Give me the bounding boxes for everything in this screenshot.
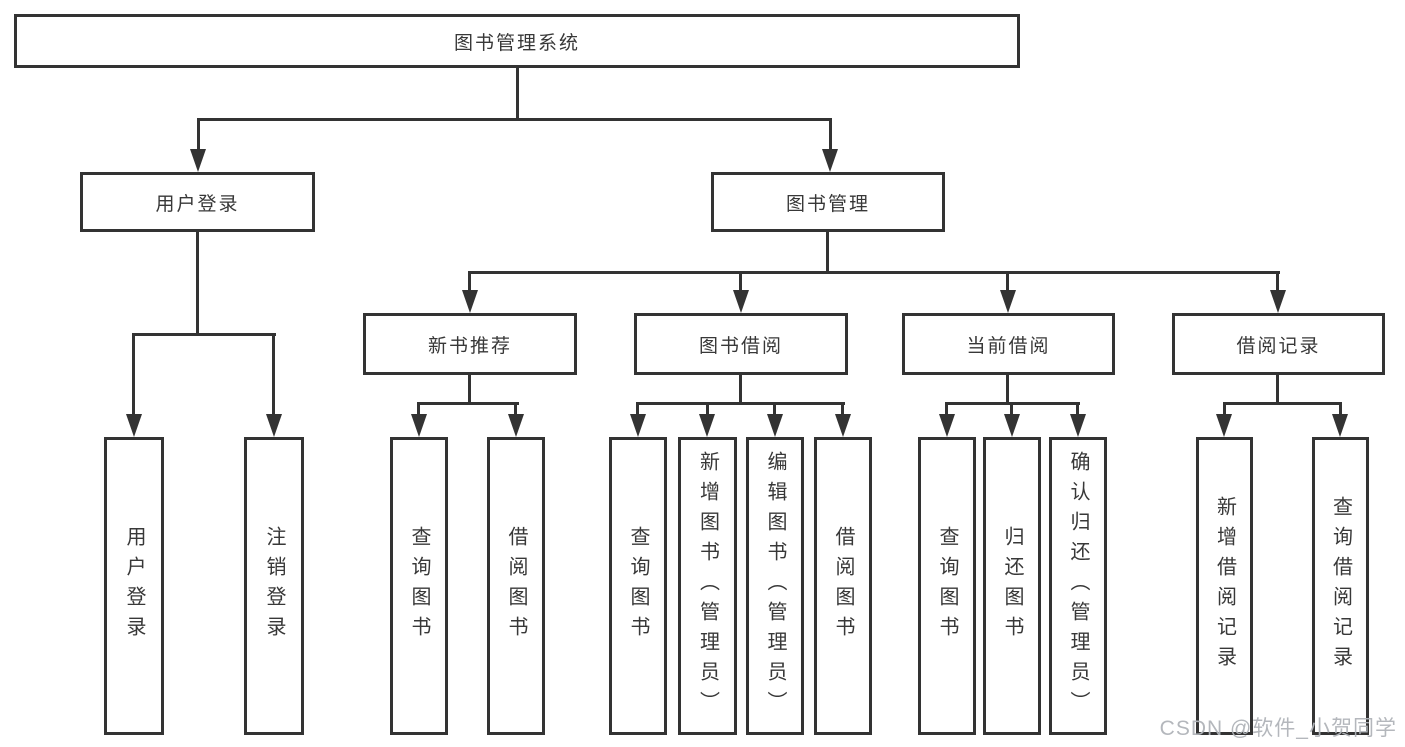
leaf-query-book-current: 查询图书 [918, 437, 976, 735]
connector-line [1076, 402, 1079, 417]
node-label: 用户登录 [155, 193, 240, 215]
arrow-down-icon [462, 290, 478, 313]
connector-line [1223, 402, 1226, 417]
leaf-edit-book-admin: 编辑图书（管理员） [746, 437, 804, 735]
connector-line [468, 373, 471, 404]
leaf-user-login: 用户登录 [104, 437, 164, 735]
arrow-down-icon [1000, 290, 1016, 313]
connector-line [945, 402, 948, 417]
leaf-query-book-borrow: 查询图书 [609, 437, 667, 735]
connector-line [132, 333, 135, 417]
arrow-down-icon [266, 414, 282, 437]
arrow-down-icon [126, 414, 142, 437]
connector-line [468, 271, 1280, 274]
leaf-borrow-book: 借阅图书 [814, 437, 872, 735]
arrow-down-icon [508, 414, 524, 437]
leaf-add-borrow-record: 新增借阅记录 [1196, 437, 1253, 735]
connector-line [417, 402, 519, 405]
connector-line [1339, 402, 1342, 417]
connector-line [636, 402, 639, 417]
node-label: 图书管理 [785, 193, 870, 215]
arrow-down-icon [1332, 414, 1348, 437]
leaf-label: 归还图书 [1001, 526, 1023, 646]
leaf-add-book-admin: 新增图书（管理员） [678, 437, 737, 735]
leaf-label: 用户登录 [123, 526, 145, 646]
arrow-down-icon [835, 414, 851, 437]
leaf-label: 新增图书（管理员） [696, 451, 719, 721]
leaf-label: 查询借阅记录 [1329, 496, 1352, 676]
node-book-borrow: 图书借阅 [634, 313, 848, 375]
leaf-return-book: 归还图书 [983, 437, 1041, 735]
arrow-down-icon [822, 149, 838, 172]
connector-line [739, 271, 742, 293]
csdn-watermark: CSDN @软件_小贺同学 [1159, 717, 1397, 740]
connector-line [197, 118, 832, 121]
node-borrow-records: 借阅记录 [1172, 313, 1385, 375]
connector-line [197, 118, 200, 152]
arrow-down-icon [939, 414, 955, 437]
arrow-down-icon [699, 414, 715, 437]
connector-line [1223, 402, 1342, 405]
leaf-label: 编辑图书（管理员） [764, 451, 786, 721]
connector-line [841, 402, 844, 417]
connector-line [1276, 271, 1279, 293]
connector-line [826, 230, 829, 273]
arrow-down-icon [1270, 290, 1286, 313]
arrow-down-icon [630, 414, 646, 437]
leaf-borrow-book-recommend: 借阅图书 [487, 437, 545, 735]
leaf-logout: 注销登录 [244, 437, 304, 735]
node-current-borrow: 当前借阅 [902, 313, 1115, 375]
connector-line [1006, 373, 1009, 404]
connector-line [1276, 373, 1279, 404]
arrow-down-icon [733, 290, 749, 313]
node-new-book-recommend: 新书推荐 [363, 313, 577, 375]
leaf-label: 新增借阅记录 [1213, 496, 1236, 676]
connector-line [773, 402, 776, 417]
leaf-label: 借阅图书 [505, 526, 527, 646]
node-label: 当前借阅 [966, 335, 1051, 357]
connector-line [516, 66, 519, 120]
leaf-label: 确认归还（管理员） [1067, 451, 1089, 721]
connector-line [272, 333, 275, 417]
connector-line [829, 118, 832, 152]
connector-line [196, 230, 199, 335]
connector-line [1006, 271, 1009, 293]
node-user-login: 用户登录 [80, 172, 315, 232]
node-label: 图书管理系统 [453, 32, 580, 54]
leaf-query-book-recommend: 查询图书 [390, 437, 448, 735]
arrow-down-icon [411, 414, 427, 437]
arrow-down-icon [767, 414, 783, 437]
connector-line [739, 373, 742, 404]
leaf-label: 查询图书 [936, 526, 958, 646]
leaf-query-borrow-record: 查询借阅记录 [1312, 437, 1369, 735]
leaf-label: 注销登录 [263, 526, 285, 646]
arrow-down-icon [190, 149, 206, 172]
node-book-management: 图书管理 [711, 172, 945, 232]
leaf-confirm-return-admin: 确认归还（管理员） [1049, 437, 1107, 735]
connector-line [468, 271, 471, 293]
connector-line [636, 402, 845, 405]
arrow-down-icon [1070, 414, 1086, 437]
node-label: 借阅记录 [1236, 335, 1321, 357]
connector-line [132, 333, 276, 336]
node-label: 新书推荐 [427, 335, 512, 357]
connector-line [417, 402, 420, 417]
connector-line [514, 402, 517, 417]
arrow-down-icon [1216, 414, 1232, 437]
arrow-down-icon [1004, 414, 1020, 437]
leaf-label: 查询图书 [627, 526, 649, 646]
node-label: 图书借阅 [698, 335, 783, 357]
connector-line [1010, 402, 1013, 417]
connector-line [706, 402, 709, 417]
leaf-label: 借阅图书 [832, 526, 854, 646]
leaf-label: 查询图书 [408, 526, 430, 646]
node-root-library-system: 图书管理系统 [14, 14, 1020, 68]
